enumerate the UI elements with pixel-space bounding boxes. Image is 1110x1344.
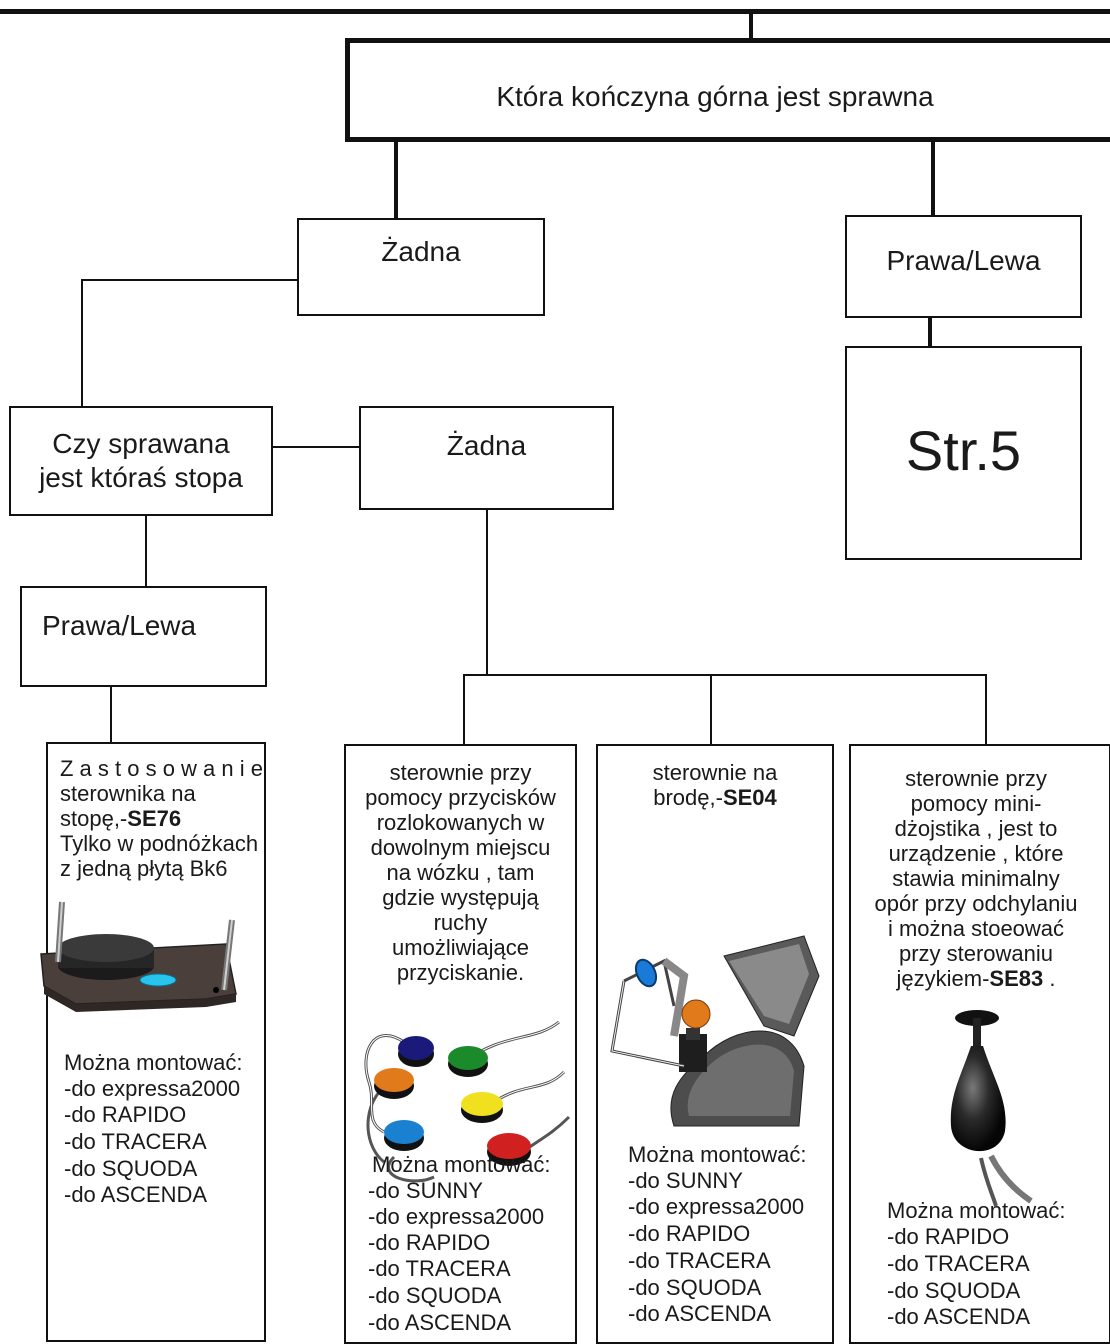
card-buttons-line: umożliwiające [392,935,529,960]
card-joy-option: -do TRACERA [887,1251,1030,1276]
foot-switch-image [40,901,237,1012]
question-upper-limb: Która kończyna górna jest sprawna [496,81,934,112]
card-chin-option: -do expressa2000 [628,1194,805,1219]
card-buttons-line: dowolnym miejscu [370,835,551,860]
card-foot-mount-label: Można montować: [64,1050,243,1075]
card-buttons-line: rozlokowanych w [376,810,545,835]
card-foot-option: -do TRACERA [64,1129,207,1154]
card-joy-line: i można stoeować [887,916,1065,941]
foot-question-line1: Czy sprawana [52,428,230,459]
branch-right-box: Prawa/Lewa [845,215,1082,318]
card-foot-option: -do SQUODA [64,1156,198,1181]
page-ref: Str.5 [905,419,1022,482]
card-joy-option: -do ASCENDA [887,1304,1031,1329]
card-joy-line: przy sterowaniu [898,941,1054,966]
card-buttons-mount-label: Można montować: [372,1152,551,1177]
connector-bus-h [463,674,987,676]
card-joy-line: stawia minimalny [892,866,1060,891]
connector-top [749,0,753,40]
card-foot-controller: Z a s t o s o w a n i e sterownika na st… [40,742,266,1342]
card-chin-line1: sterownie na [652,760,778,785]
foot-none-box: Żadna [359,406,614,510]
card-joy-line: pomocy mini- [910,791,1042,816]
card-foot-option: -do ASCENDA [64,1182,208,1207]
foot-question-box: Czy sprawana jest któraś stopa [9,406,273,516]
card-buttons-option: -do TRACERA [368,1256,511,1281]
connector-bus-3 [985,674,987,744]
question-upper-limb-box: Która kończyna górna jest sprawna [345,38,1110,142]
code-se83: SE83 [989,966,1044,991]
card-buttons-option: -do ASCENDA [368,1310,512,1335]
connector-bus-1 [463,674,465,744]
card-chin-option: -do RAPIDO [628,1221,751,1246]
card-joy-option: -do RAPIDO [887,1224,1010,1249]
card-foot-line2: sterownika na [60,781,196,806]
foot-none-label: Żadna [446,430,527,461]
card-foot-line1: Z a s t o s o w a n i e [60,756,263,781]
top-box [0,0,1110,14]
card-foot-line3: stopę,-SE76 [60,806,182,831]
card-foot-option: -do RAPIDO [64,1102,187,1127]
card-chin-option: -do SUNNY [628,1168,743,1193]
card-foot-option: -do expressa2000 [64,1076,241,1101]
card-joy-line: opór przy odchylaniu [874,891,1078,916]
connector-none-down [486,509,488,675]
card-buttons-line: sterownie przy [389,760,532,785]
card-joy-line-last: językiem-SE83 . [896,966,1056,991]
connector-right-to-page [928,318,932,346]
foot-question-line2: jest któraś stopa [39,462,243,493]
card-push-buttons: sterownie przy pomocy przycisków rozloko… [344,744,577,1344]
card-mini-joystick: sterownie przy pomocy mini- dżojstika , … [849,744,1110,1344]
card-joy-line: urządzenie , które [888,841,1064,866]
card-chin-line2: brodę,-SE04 [653,785,777,810]
card-foot-line4: Tylko w podnóżkach [60,831,259,856]
card-buttons-option: -do RAPIDO [368,1230,491,1255]
connector-to-none [394,140,398,218]
card-joy-option: -do SQUODA [887,1278,1021,1303]
branch-none-label: Żadna [381,236,461,267]
mini-joystick-image [950,1010,1033,1207]
connector-none-left-v [81,279,83,406]
foot-yes-label: Prawa/Lewa [42,610,197,641]
card-buttons-option: -do SQUODA [368,1283,502,1308]
card-chin-mount-label: Można montować: [628,1142,807,1167]
card-chin-option: -do TRACERA [628,1248,771,1273]
branch-none-box: Żadna [297,218,545,316]
card-foot-line5: z jedną płytą Bk6 [60,856,228,881]
foot-yes-box: Prawa/Lewa [20,586,267,687]
card-buttons-option: -do expressa2000 [368,1204,545,1229]
card-chin-option: -do SQUODA [628,1275,762,1300]
card-joy-line: sterownie przy [905,766,1047,791]
connector-yes-to-card [110,686,112,742]
push-buttons-image [364,1020,571,1183]
chin-control-image [610,935,820,1127]
card-joy-mount-label: Można montować: [887,1198,1066,1223]
connector-to-right [931,140,935,218]
card-buttons-line: ruchy [433,910,488,935]
branch-right-label: Prawa/Lewa [886,245,1041,276]
connector-none-left-h [81,279,299,281]
code-se76: SE76 [127,806,182,831]
code-se04: SE04 [722,785,777,810]
connector-foot-to-none [272,446,359,448]
card-buttons-option: -do SUNNY [368,1178,483,1203]
card-chin-option: -do ASCENDA [628,1301,772,1326]
card-buttons-line: pomocy przycisków [365,785,556,810]
card-buttons-line: przyciskanie. [396,960,525,985]
card-joy-line: dżojstika , jest to [894,816,1058,841]
card-buttons-line: gdzie występują [382,885,539,910]
card-chin-control: sterownie na brodę,-SE04 Można montować:… [596,744,834,1344]
card-buttons-line: na wózku , tam [386,860,535,885]
push-button-shapes [374,1036,531,1166]
page-ref-box: Str.5 [845,346,1082,560]
connector-foot-to-yes [145,516,147,586]
connector-bus-2 [710,674,712,744]
